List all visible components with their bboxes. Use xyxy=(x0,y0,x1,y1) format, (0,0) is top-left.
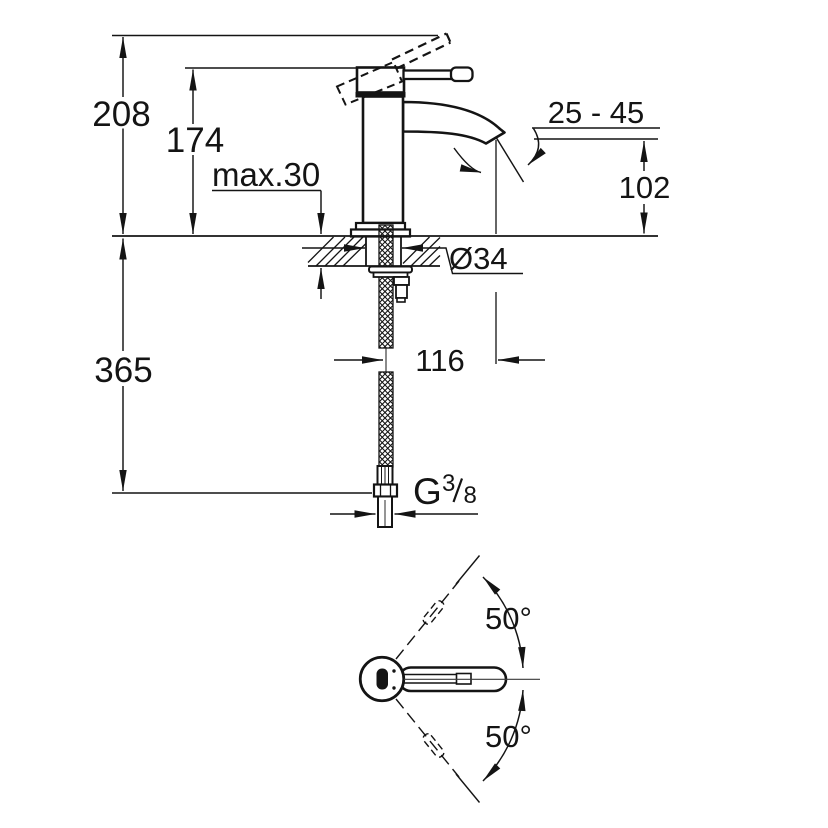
cartridge-slot xyxy=(376,668,388,690)
fixing-stud-tip xyxy=(396,297,406,303)
dim-label-swivel-down: 50° xyxy=(485,719,532,754)
pivot-dot-lower xyxy=(392,686,396,690)
dim-label-max-deck-thickness: max.30 xyxy=(212,156,320,193)
dim-label-body-height: 174 xyxy=(166,121,224,160)
dim-label-spout-height: 102 xyxy=(619,170,671,205)
braided-hose-upper xyxy=(378,224,394,349)
pivot-dot-upper xyxy=(392,669,396,673)
ferrule-knurling xyxy=(381,466,389,484)
dimensions-side-view xyxy=(112,34,660,518)
dimension-labels: 208 174 max.30 25 - 45 102 Ø34 116 365 G… xyxy=(92,95,670,754)
mounting-hole-walls xyxy=(365,237,402,266)
dim-label-overall-height: 208 xyxy=(92,95,150,134)
thread-fraction-slash xyxy=(452,478,464,503)
dim-label-thread-letter: G xyxy=(413,471,442,512)
dim-label-stream-range: 25 - 45 xyxy=(548,95,645,130)
fixing-stud-upper xyxy=(393,276,410,286)
faucet-lever xyxy=(402,69,454,81)
dim-label-hose-length: 365 xyxy=(94,351,152,390)
lever-phantom-cap-upper xyxy=(422,600,445,625)
angle-arc-lower xyxy=(482,689,526,782)
stream-swivel-arrow xyxy=(453,147,482,174)
faucet-top-view xyxy=(358,555,540,803)
dim-label-swivel-up: 50° xyxy=(485,601,532,636)
label-leader-25-45 xyxy=(527,128,546,166)
angle-arc-upper xyxy=(482,576,526,669)
cartridge-ring xyxy=(355,92,406,98)
swivel-rays xyxy=(395,555,481,803)
faucet-lever-cap xyxy=(449,66,474,83)
faucet-side-view xyxy=(335,32,506,238)
lever-phantom-cap-lower xyxy=(422,733,445,758)
lever-inner-lines xyxy=(404,673,457,684)
hex-nut-facets xyxy=(379,485,392,496)
fixing-stud-lower xyxy=(395,284,408,299)
braided-hose-lower xyxy=(378,371,394,468)
mounting-section xyxy=(112,224,658,528)
lever-raised-phantom xyxy=(391,32,452,70)
cartridge-tilted-phantom xyxy=(335,60,404,106)
hose-hex-nut xyxy=(372,483,399,498)
faucet-body xyxy=(361,95,405,225)
dim-label-thread-numerator: 3 xyxy=(442,470,455,497)
faucet-spout xyxy=(401,100,506,145)
deck-hatching xyxy=(307,236,441,267)
stream-angle-line xyxy=(495,137,525,183)
dim-label-thread-denominator: 8 xyxy=(464,482,477,509)
mounting-nut xyxy=(372,271,409,278)
dim-o34-right-leader xyxy=(402,244,523,275)
dim-label-hole-diameter: Ø34 xyxy=(449,241,508,276)
dim-label-spout-reach: 116 xyxy=(415,343,464,378)
